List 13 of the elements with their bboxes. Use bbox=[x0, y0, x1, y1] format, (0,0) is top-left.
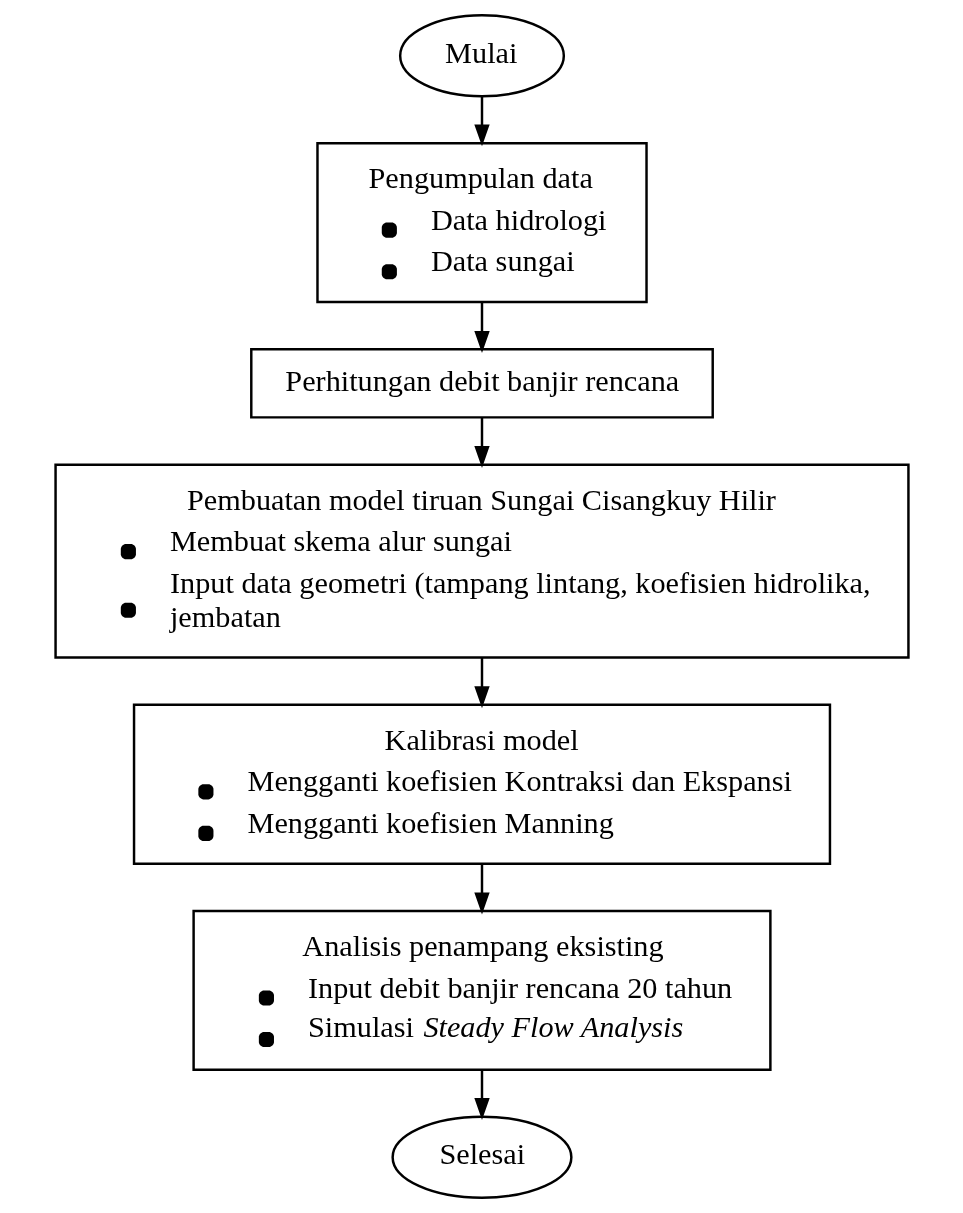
arrow bbox=[473, 863, 490, 915]
arrow bbox=[473, 417, 490, 468]
arrow bbox=[473, 1069, 490, 1120]
arrow bbox=[473, 657, 490, 709]
node-box: Kalibrasi model Mengganti koefisien Kontraksi dan Ekspansi Mengganti koefisien Manning bbox=[132, 703, 831, 865]
arrow bbox=[473, 302, 490, 353]
node-box: Perhitungan debit banjir rencana bbox=[249, 348, 714, 419]
node-ellipse: Selesai bbox=[390, 1115, 573, 1199]
node-box: Pembuatan model tiruan Sungai Cisangkuy Hilir Membuat skema alur sungai Input data geometri (tampang lintang, koefisien hidrolika, jembatan bbox=[53, 463, 910, 659]
node-box: Analisis penampang eksisting Input debit banjir rencana 20 tahun Simulasi Steady Flow Analysis bbox=[191, 909, 772, 1072]
arrow bbox=[473, 96, 490, 147]
node-box: Pengumpulan data Data hidrologi Data sungai bbox=[315, 141, 648, 304]
node-ellipse: Mulai bbox=[398, 14, 565, 98]
